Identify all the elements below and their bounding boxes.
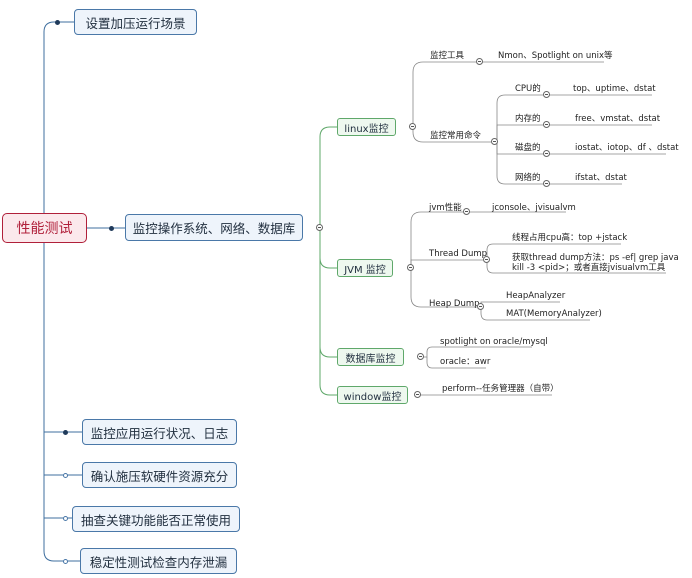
jvm-perf-label: jvm性能 bbox=[429, 203, 462, 213]
jvm-heap-v1: HeapAnalyzer bbox=[506, 291, 566, 301]
collapse-toggle-icon[interactable] bbox=[414, 391, 421, 398]
collapse-toggle-icon[interactable] bbox=[407, 264, 414, 271]
branch-app-label: 监控应用运行状况、日志 bbox=[90, 425, 229, 441]
jvm-perf-value: jconsole、jvisualvm bbox=[492, 203, 576, 213]
linux-disk-label: 磁盘的 bbox=[515, 143, 541, 153]
node-linux-label: linux监控 bbox=[344, 123, 389, 135]
connector-dot bbox=[55, 20, 60, 25]
collapse-toggle-icon[interactable] bbox=[316, 224, 323, 231]
branch-stability-label: 稳定性测试检查内存泄漏 bbox=[89, 554, 228, 570]
jvm-thread-v1: 线程占用cpu高：top +jstack bbox=[512, 233, 628, 243]
collapse-toggle-icon[interactable] bbox=[476, 58, 483, 65]
jvm-thread-v2a: 获取thread dump方法：ps -ef| grep java bbox=[512, 253, 679, 263]
linux-net-label: 网络的 bbox=[515, 173, 541, 183]
node-db-label: 数据库监控 bbox=[345, 353, 396, 365]
collapse-toggle-icon[interactable] bbox=[543, 91, 550, 98]
jvm-heap-label: Heap Dump bbox=[429, 299, 480, 309]
branch-scene[interactable]: 设置加压运行场景 bbox=[74, 9, 197, 35]
collapse-toggle-icon[interactable] bbox=[417, 353, 424, 360]
linux-disk-value: iostat、iotop、df 、dstat bbox=[575, 143, 679, 153]
db-v2: oracle：awr bbox=[440, 357, 491, 367]
branch-app[interactable]: 监控应用运行状况、日志 bbox=[82, 419, 237, 445]
connector-dot bbox=[109, 226, 114, 231]
collapse-toggle-icon[interactable] bbox=[477, 303, 484, 310]
linux-tools-label: 监控工具 bbox=[430, 51, 465, 61]
branch-scene-label: 设置加压运行场景 bbox=[85, 15, 186, 31]
jvm-heap-v2: MAT(MemoryAnalyzer) bbox=[506, 309, 602, 319]
root-node[interactable]: 性能测试 bbox=[2, 213, 87, 243]
branch-func-label: 抽查关键功能能否正常使用 bbox=[80, 512, 231, 528]
linux-mem-value: free、vmstat、dstat bbox=[575, 114, 661, 124]
db-v1: spotlight on oracle/mysql bbox=[440, 337, 548, 347]
collapse-toggle-icon[interactable] bbox=[491, 138, 498, 145]
node-window[interactable]: window监控 bbox=[337, 386, 408, 404]
collapse-toggle-icon[interactable] bbox=[543, 121, 550, 128]
collapse-toggle-icon[interactable] bbox=[409, 123, 416, 130]
node-jvm[interactable]: JVM 监控 bbox=[337, 259, 393, 277]
node-jvm-label: JVM 监控 bbox=[344, 264, 386, 276]
connector-ring bbox=[63, 516, 68, 521]
node-db[interactable]: 数据库监控 bbox=[337, 348, 404, 366]
linux-cpu-label: CPU的 bbox=[515, 84, 541, 94]
connector-ring bbox=[63, 473, 68, 478]
branch-monitor[interactable]: 监控操作系统、网络、数据库 bbox=[125, 214, 303, 241]
branch-func[interactable]: 抽查关键功能能否正常使用 bbox=[72, 506, 240, 532]
jvm-thread-label: Thread Dump bbox=[429, 249, 488, 259]
window-v1: perform--任务管理器（自带） bbox=[442, 384, 559, 394]
node-window-label: window监控 bbox=[343, 391, 402, 403]
node-linux[interactable]: linux监控 bbox=[337, 118, 396, 136]
jvm-thread-v2b: kill -3 <pid>；或者直接jvisualvm工具 bbox=[512, 263, 666, 273]
linux-net-value: ifstat、dstat bbox=[575, 173, 627, 183]
branch-resource[interactable]: 确认施压软硬件资源充分 bbox=[82, 462, 237, 488]
linux-cmds-label: 监控常用命令 bbox=[430, 131, 482, 141]
branch-stability[interactable]: 稳定性测试检查内存泄漏 bbox=[80, 548, 237, 574]
linux-tools-value: Nmon、Spotlight on unix等 bbox=[498, 51, 613, 61]
collapse-toggle-icon[interactable] bbox=[463, 208, 470, 215]
root-label: 性能测试 bbox=[16, 221, 73, 237]
linux-cpu-value: top、uptime、dstat bbox=[573, 84, 656, 94]
connector-dot bbox=[63, 430, 68, 435]
collapse-toggle-icon[interactable] bbox=[543, 150, 550, 157]
connector-ring bbox=[63, 559, 68, 564]
branch-resource-label: 确认施压软硬件资源充分 bbox=[90, 468, 229, 484]
linux-mem-label: 内存的 bbox=[515, 114, 541, 124]
branch-monitor-label: 监控操作系统、网络、数据库 bbox=[132, 221, 296, 236]
collapse-toggle-icon[interactable] bbox=[483, 256, 490, 263]
collapse-toggle-icon[interactable] bbox=[543, 180, 550, 187]
